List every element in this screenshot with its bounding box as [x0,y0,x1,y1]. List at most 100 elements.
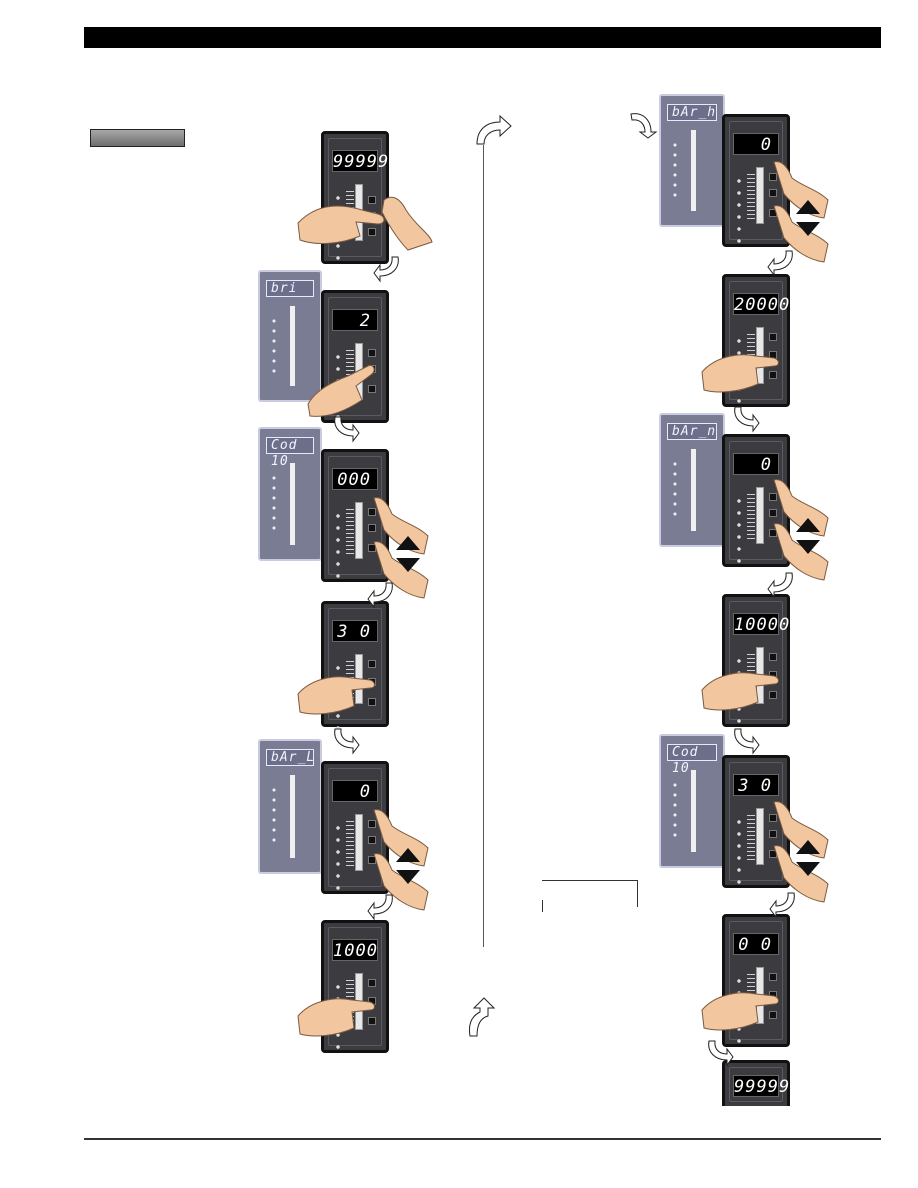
meter-display: 3 0 [733,774,779,796]
bar-scale [346,506,354,555]
key-up[interactable] [368,196,376,204]
key-up[interactable] [769,493,777,501]
panel-display: bAr_n [667,423,717,440]
key-up[interactable] [368,660,376,668]
hand-press-icon [297,676,375,715]
key-down[interactable] [769,691,777,699]
bar-graph [756,487,764,544]
key-down[interactable] [368,698,376,706]
key-down[interactable] [368,228,376,236]
meter-final: 99999 [722,1060,790,1106]
curved-arrow-icon [769,892,795,919]
meter-display: 0 [332,780,378,802]
key-up[interactable] [368,820,376,828]
curved-arrow-icon [767,572,793,599]
key-up[interactable] [769,814,777,822]
flow-line [483,145,484,947]
section-label-box [90,129,185,147]
led-column [336,822,340,892]
key-up[interactable] [769,173,777,181]
bar-graph [355,814,363,871]
key-enter[interactable] [769,189,777,197]
meter-step-3: 000 [321,449,389,582]
curved-arrow-icon [367,894,393,921]
hand-press-icon [701,672,779,711]
panel-display: bAr_L [266,749,314,766]
hand-updown-icon [773,161,829,263]
key-up[interactable] [769,333,777,341]
key-down[interactable] [769,371,777,379]
meter-display: 99999 [332,150,390,172]
meter-step-9: 0 [722,434,790,567]
panel-bar [290,306,295,386]
key-up[interactable] [368,349,376,357]
panel-leds [272,316,276,376]
key-up[interactable] [769,973,777,981]
bar-graph [355,502,363,559]
continue-arrow-icon [476,114,512,145]
meter-step-5: 0 [321,761,389,894]
bar-graph [756,167,764,224]
curved-arrow-icon [334,728,360,755]
key-up[interactable] [368,508,376,516]
key-down[interactable] [769,1011,777,1019]
header-bar [84,27,881,48]
curved-arrow-icon [734,406,760,433]
bar-scale [747,812,755,861]
panel-bar [290,463,295,545]
panel-bar [691,770,696,852]
panel-cod10: Cod 10 [258,427,322,561]
hand-updown-icon [373,497,429,599]
meter-step-2: 2 [321,290,389,423]
panel-display: Cod 10 [667,744,717,776]
panel-bar-n: bAr_n [659,413,725,547]
bar-scale [747,171,755,220]
panel-leds [673,459,677,519]
panel-bar-h: bAr_h [659,94,725,227]
curved-arrow-icon [630,113,658,139]
curved-arrow-icon [373,256,399,283]
bar-graph [756,327,764,384]
panel-leds [272,785,276,845]
meter-step-11: 3 0 [722,755,790,888]
bar-scale [346,818,354,867]
panel-bri: bri [258,270,322,402]
key-up[interactable] [368,979,376,987]
led-column [737,495,741,565]
key-enter[interactable] [368,524,376,532]
panel-bar-l: bAr_L [258,739,322,874]
key-enter[interactable] [368,836,376,844]
hand-updown-icon [773,801,829,903]
key-enter[interactable] [769,509,777,517]
led-column [737,816,741,886]
meter-display: 2 [332,309,378,331]
curved-arrow-icon [367,582,393,609]
meter-step-7: 0 [722,114,790,247]
panel-cod10-right: Cod 10 [659,734,725,868]
continue-arrow-icon [469,997,496,1037]
bracket-line [542,880,638,907]
bracket-line [542,900,543,912]
meter-display: 3 0 [332,620,378,642]
panel-display: Cod 10 [266,437,314,469]
meter-display: 20000 [733,293,791,315]
panel-leds [673,780,677,840]
key-enter[interactable] [769,830,777,838]
curved-arrow-icon [767,250,793,277]
panel-display: bAr_h [667,104,717,121]
panel-leds [272,473,276,533]
led-column [336,510,340,580]
panel-bar [691,449,696,531]
hand-press-icon [307,365,375,417]
key-down[interactable] [368,385,376,393]
curved-arrow-icon [734,728,760,755]
hand-updown-icon [773,479,829,581]
hand-press-icon [701,992,779,1031]
meter-display: 99999 [733,1075,791,1097]
meter-display: 000 [332,468,378,490]
panel-display: bri [266,280,314,297]
key-down[interactable] [368,1017,376,1025]
bar-graph [756,808,764,865]
key-up[interactable] [769,653,777,661]
bar-scale [747,491,755,540]
